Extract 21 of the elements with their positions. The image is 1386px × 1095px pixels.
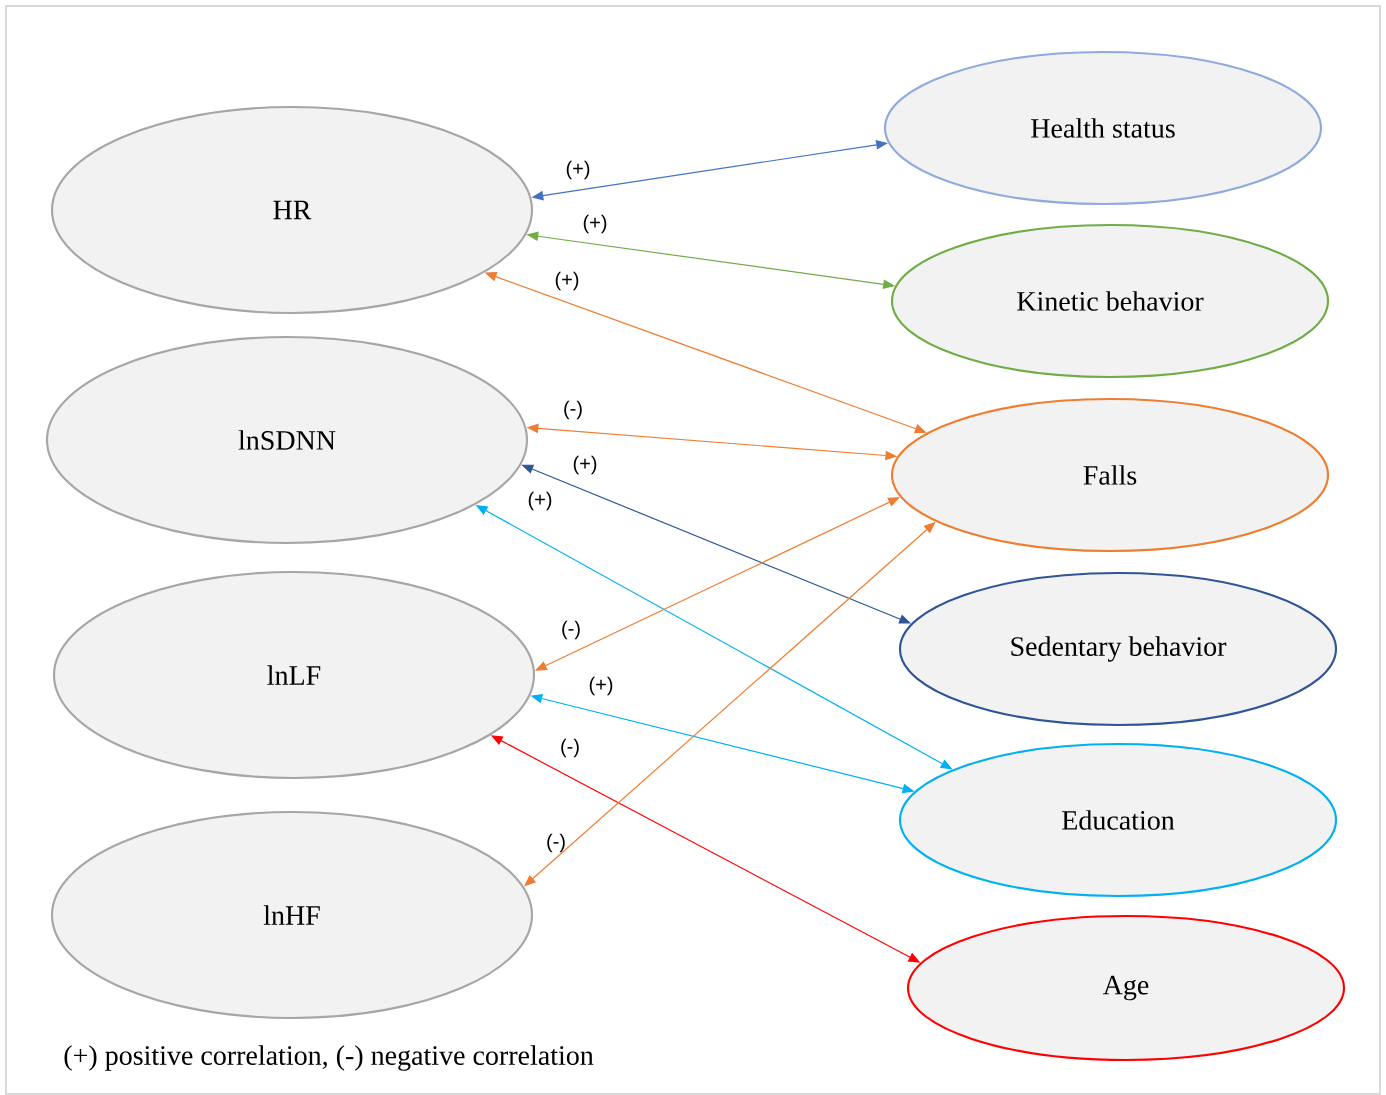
edge-label: (+) bbox=[583, 214, 607, 234]
ellipse-node: Age bbox=[906, 914, 1346, 1062]
ellipse-node: Sedentary behavior bbox=[898, 571, 1338, 727]
ellipse-node: Health status bbox=[883, 50, 1323, 206]
ellipse-node: Education bbox=[898, 742, 1338, 898]
edge-label: (-) bbox=[561, 738, 579, 758]
edge-label: (+) bbox=[589, 676, 613, 696]
edge-label: (+) bbox=[566, 160, 590, 180]
edge-label: (+) bbox=[528, 491, 552, 511]
edge-label: (+) bbox=[573, 455, 597, 475]
ellipse-node: lnLF bbox=[52, 570, 536, 780]
ellipse-node: lnSDNN bbox=[45, 335, 529, 545]
edge-label: (-) bbox=[547, 833, 565, 853]
ellipse-node: lnHF bbox=[50, 810, 534, 1020]
ellipse-node: HR bbox=[50, 105, 534, 315]
ellipse-node: Kinetic behavior bbox=[890, 223, 1330, 379]
edge-label: (-) bbox=[562, 620, 580, 640]
note: (+) positive correlation, (-) negative correlation bbox=[64, 1045, 594, 1071]
ellipse-node: Falls bbox=[890, 397, 1330, 553]
edge-label: (+) bbox=[555, 271, 579, 291]
edge-label: (-) bbox=[564, 400, 582, 420]
